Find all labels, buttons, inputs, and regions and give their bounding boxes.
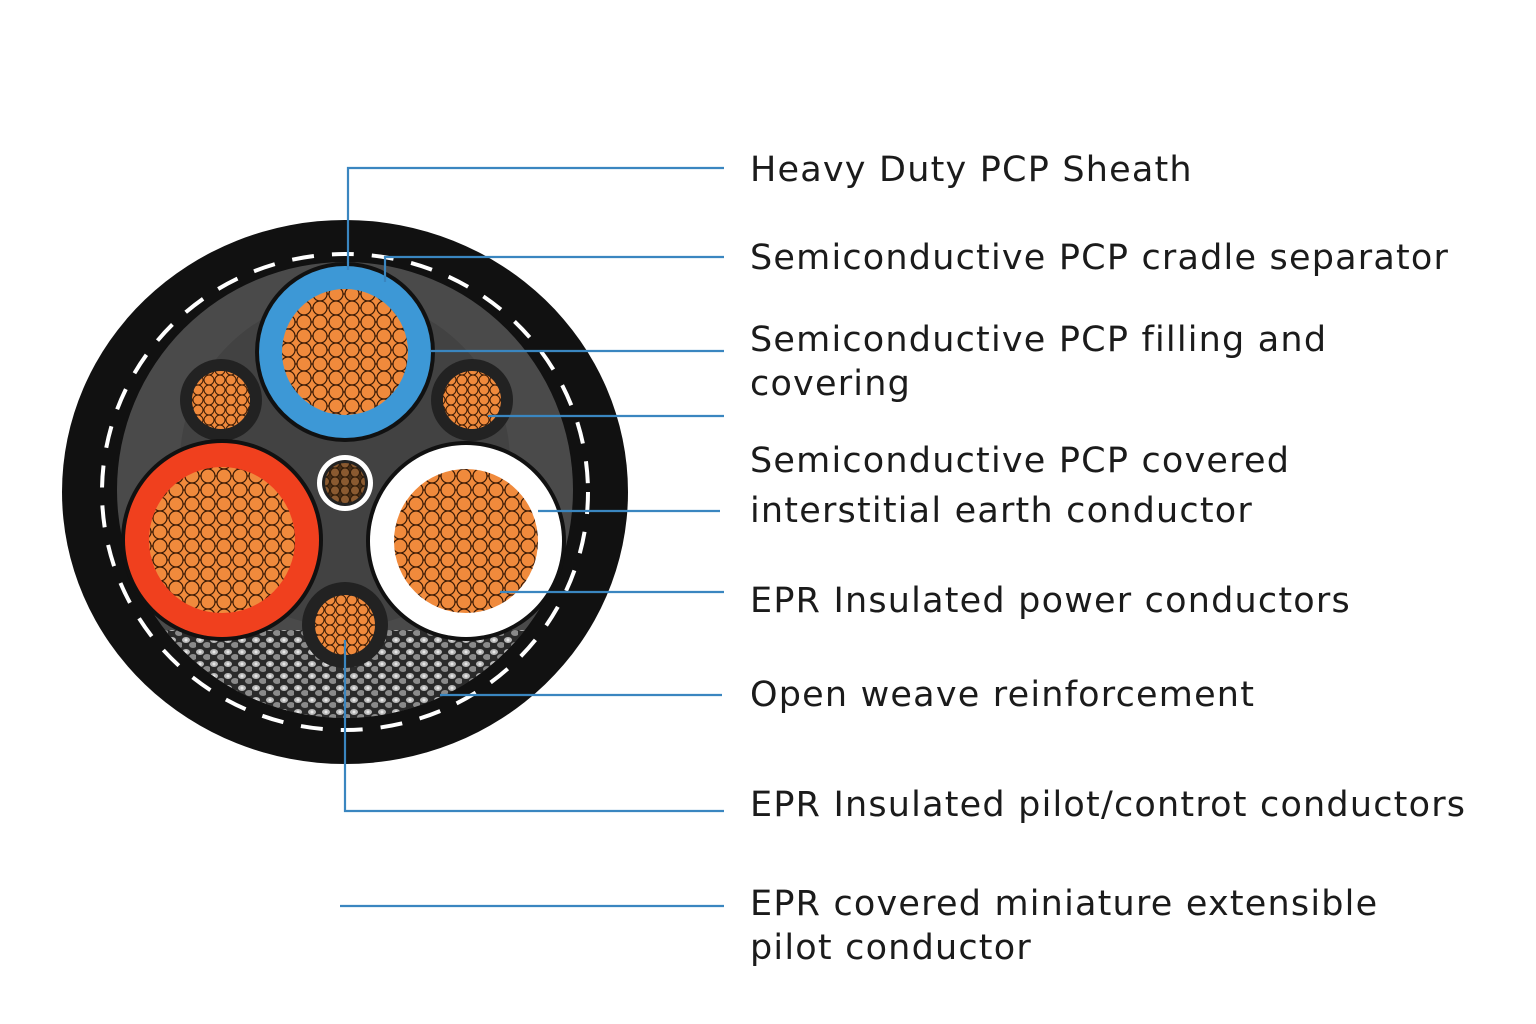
leader-lines xyxy=(340,166,724,908)
label-text: Open weave reinforcement xyxy=(750,675,1256,715)
label-text: EPR Insulated pilot/controt conductors xyxy=(750,785,1467,825)
label-text: Semiconductive PCP cradle separator xyxy=(750,238,1450,278)
label-text: covering xyxy=(750,364,912,404)
leader-line-sheath xyxy=(346,166,724,270)
label-text: Semiconductive PCP filling and xyxy=(750,320,1328,360)
label-earth-conductor: Semiconductive PCP covered interstitial e… xyxy=(750,436,1290,536)
label-power-conductors: EPR Insulated power conductors xyxy=(750,579,1351,623)
leader-line-pilot xyxy=(343,640,724,813)
label-heavy-duty-sheath: Heavy Duty PCP Sheath xyxy=(750,148,1193,192)
label-text: EPR Insulated power conductors xyxy=(750,581,1351,621)
label-pilot-control-conductors: EPR Insulated pilot/controt conductors xyxy=(750,783,1466,827)
label-open-weave: Open weave reinforcement xyxy=(750,673,1255,717)
label-cradle-separator: Semiconductive PCP cradle separator xyxy=(750,236,1449,280)
label-text: Heavy Duty PCP Sheath xyxy=(750,150,1193,190)
label-text: EPR covered miniature extensible xyxy=(750,884,1379,924)
label-text: Semiconductive PCP covered xyxy=(750,441,1291,481)
label-text: interstitial earth conductor xyxy=(750,491,1253,531)
leader-line-cradle xyxy=(383,255,724,282)
label-text: pilot conductor xyxy=(750,928,1032,968)
